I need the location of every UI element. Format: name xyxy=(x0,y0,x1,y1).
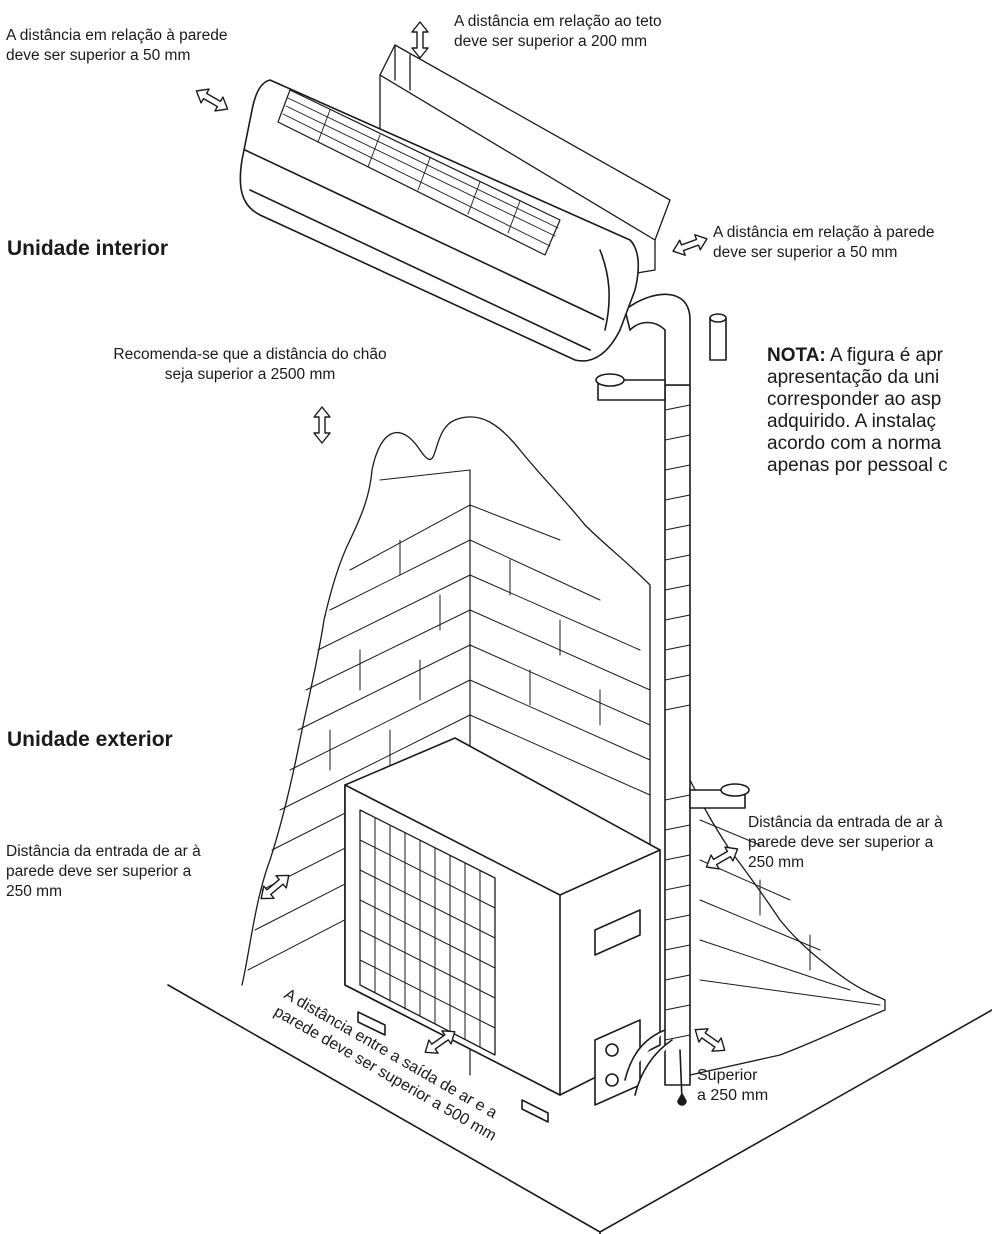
label-air-inlet-right: Distância da entrada de ar à parede deve… xyxy=(748,813,943,873)
heading-outdoor-unit: Unidade exterior xyxy=(7,728,173,751)
label-line: parede deve ser superior a xyxy=(748,834,934,851)
label-ceiling: A distância em relação ao teto deve ser … xyxy=(454,12,662,52)
arrow-air-outlet xyxy=(424,1030,456,1054)
note-prefix: NOTA: xyxy=(767,345,826,366)
note-line: apresentação da uni xyxy=(767,367,940,388)
label-line: deve ser superior a 50 mm xyxy=(6,47,191,64)
note-line: acordo com a norma xyxy=(767,433,942,454)
label-line: Superior xyxy=(697,1067,758,1084)
label-line: Recomenda-se que a distância do chão xyxy=(113,346,387,363)
heading-indoor-unit: Unidade interior xyxy=(7,237,169,260)
label-top-clearance: Superior a 250 mm xyxy=(697,1066,768,1106)
arrow-floor xyxy=(313,406,331,444)
note-text: NOTA: A figura é apr apresentação da uni… xyxy=(767,345,948,477)
outdoor-unit xyxy=(344,737,661,1123)
label-wall-right-indoor: A distância em relação à parede deve ser… xyxy=(713,223,934,263)
label-line: a 250 mm xyxy=(697,1087,769,1104)
drop-icon xyxy=(677,1093,687,1106)
label-line: 250 mm xyxy=(748,854,804,871)
note-first-line: A figura é apr xyxy=(825,345,943,366)
label-line: Distância da entrada de ar à xyxy=(6,843,201,860)
label-line: A distância em relação à parede xyxy=(713,224,935,241)
indoor-unit xyxy=(239,79,640,362)
label-floor: Recomenda-se que a distância do chão sej… xyxy=(80,345,420,385)
label-wall-left-indoor: A distância em relação à parede deve ser… xyxy=(6,26,227,66)
arrow-wall-left-indoor xyxy=(195,88,229,112)
label-line: A distância em relação ao teto xyxy=(454,13,662,30)
arrow-air-inlet-left xyxy=(260,874,290,900)
note-line: adquirido. A instalaç xyxy=(767,411,937,432)
label-line: Distância da entrada de ar à xyxy=(748,814,943,831)
clearance-arrows xyxy=(195,21,739,1054)
label-line: A distância em relação à parede xyxy=(6,27,228,44)
label-line: deve ser superior a 50 mm xyxy=(713,244,898,261)
label-line: 250 mm xyxy=(6,883,62,900)
label-line: seja superior a 2500 mm xyxy=(164,366,336,383)
label-line: deve ser superior a 200 mm xyxy=(454,33,647,50)
arrow-air-inlet-right xyxy=(705,846,739,870)
note-line: corresponder ao asp xyxy=(767,389,942,410)
label-air-inlet-left: Distância da entrada de ar à parede deve… xyxy=(6,842,201,902)
arrow-top-clearance xyxy=(694,1028,726,1052)
note-line: apenas por pessoal c xyxy=(767,455,948,476)
note-line: NOTA: A figura é apr xyxy=(767,345,948,367)
label-line: parede deve ser superior a xyxy=(6,863,192,880)
arrow-ceiling xyxy=(411,21,429,59)
arrow-wall-right-indoor xyxy=(672,234,708,256)
refrigerant-pipe xyxy=(595,293,750,1101)
